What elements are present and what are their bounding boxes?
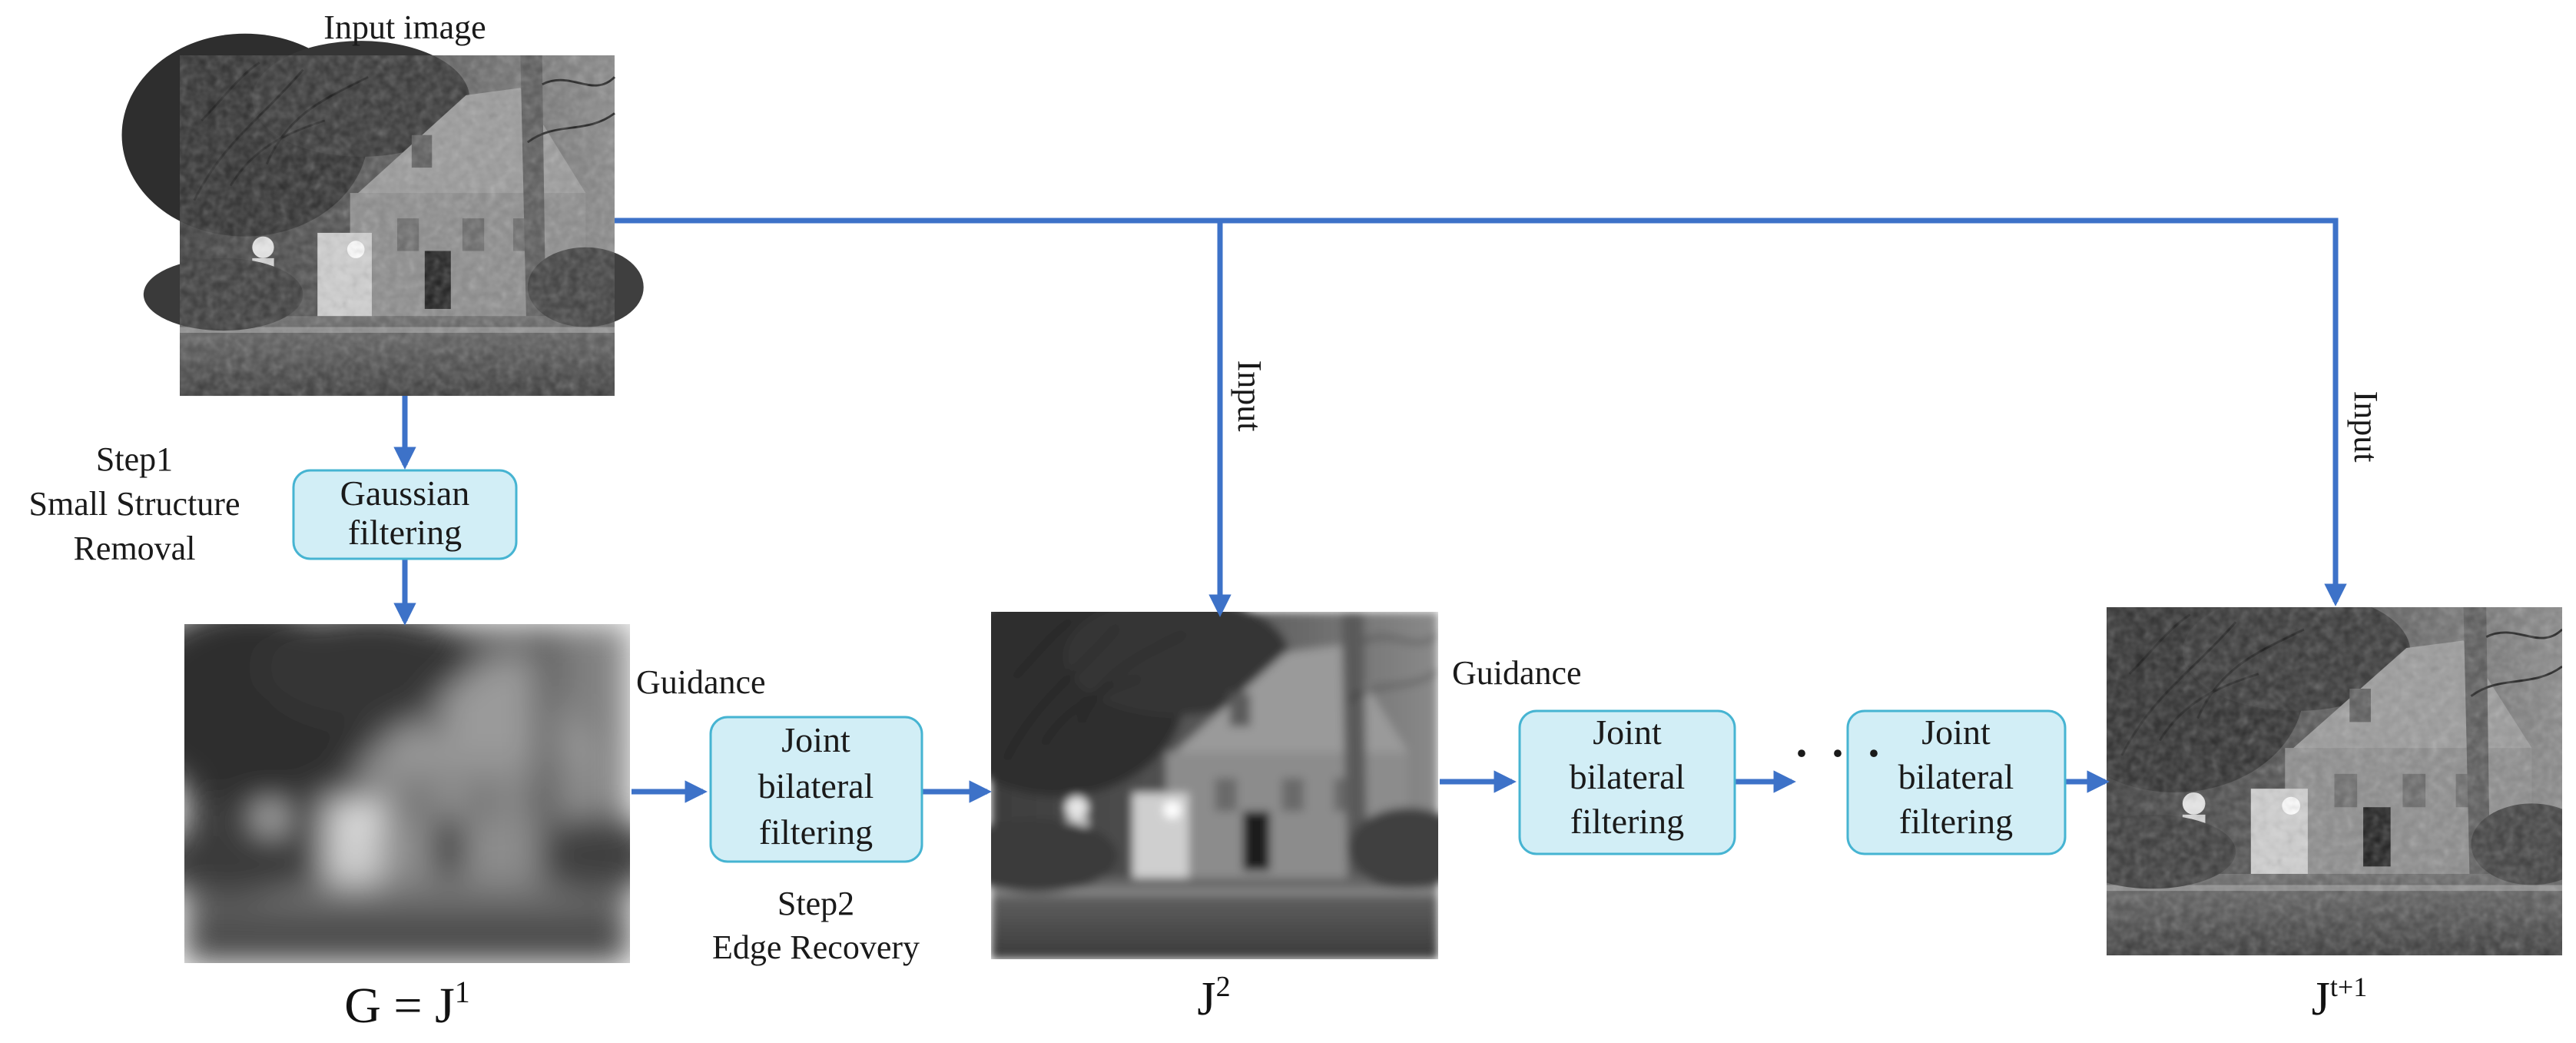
gaussian-filtering-box: Gaussian filtering xyxy=(292,469,518,560)
guidance-label-2: Guidance xyxy=(1452,654,1582,692)
gaussian-line2: filtering xyxy=(348,513,462,552)
arrow-input-top-branch xyxy=(615,218,2347,606)
g-caption: G = J1 xyxy=(344,975,470,1034)
joint-bilateral-box-3: Joint bilateral filtering xyxy=(1846,709,2067,855)
arrows xyxy=(393,218,2347,803)
jt-caption: Jt+1 xyxy=(2312,972,2367,1025)
j2-image xyxy=(991,612,1438,959)
step1-label-line1: Step1 xyxy=(96,440,173,478)
step1-label-line3: Removal xyxy=(74,530,196,567)
ellipsis: · · · xyxy=(1794,728,1886,779)
joint-bilateral-box-1: Joint bilateral filtering xyxy=(709,716,923,863)
step2-label-line1: Step2 xyxy=(777,885,854,922)
input-vertical-label-2: Input xyxy=(2347,391,2385,463)
jbf2-line2: bilateral xyxy=(1570,757,1686,796)
g-blurred-image xyxy=(184,624,630,963)
jbf2-line1: Joint xyxy=(1593,712,1662,752)
j2-caption: J2 xyxy=(1197,971,1230,1025)
gaussian-line1: Gaussian xyxy=(340,473,470,513)
jbf1-line3: filtering xyxy=(759,812,873,852)
jt-image xyxy=(2107,607,2562,955)
jbf3-line2: bilateral xyxy=(1898,757,2014,796)
input-vertical-label-1: Input xyxy=(1231,360,1268,432)
step2-label-line2: Edge Recovery xyxy=(712,928,920,966)
guidance-label-1: Guidance xyxy=(636,663,766,701)
jbf1-line2: bilateral xyxy=(758,766,874,806)
jbf2-line3: filtering xyxy=(1570,802,1684,841)
jbf3-line3: filtering xyxy=(1899,802,2013,841)
joint-bilateral-box-2: Joint bilateral filtering xyxy=(1518,709,1736,855)
jbf3-line1: Joint xyxy=(1921,712,1991,752)
input-image xyxy=(121,33,644,397)
jbf1-line1: Joint xyxy=(781,720,850,759)
input-image-title: Input image xyxy=(323,8,486,46)
step1-label-line2: Small Structure xyxy=(29,485,240,523)
